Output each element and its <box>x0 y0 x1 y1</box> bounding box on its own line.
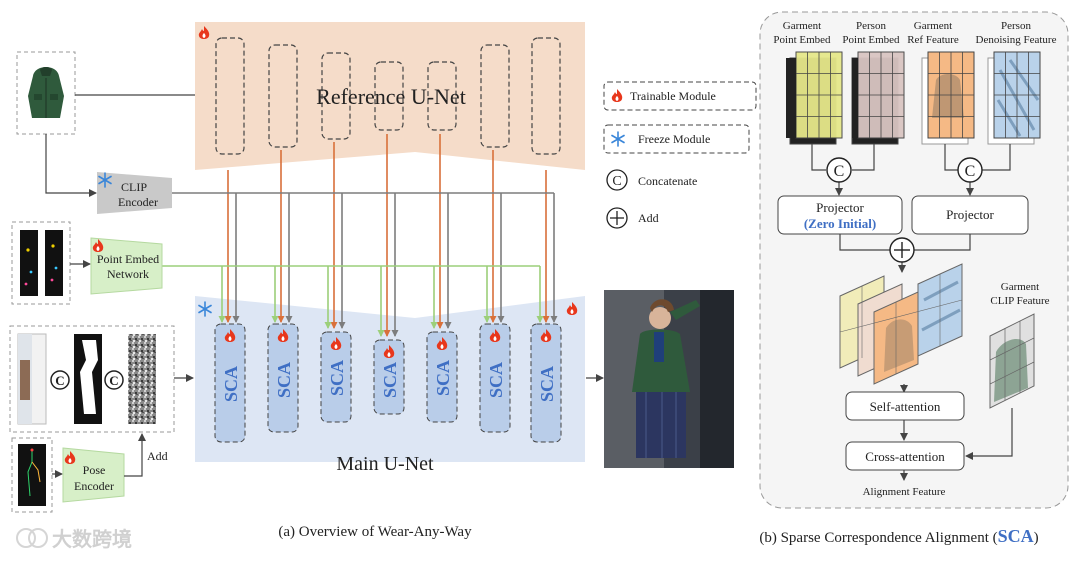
svg-text:Projector: Projector <box>816 200 864 215</box>
legend-concatenate: Concatenate <box>638 174 697 188</box>
watermark-logo: 大数跨境 <box>16 527 132 551</box>
caption-a: (a) Overview of Wear-Any-Way <box>278 524 472 540</box>
green-jacket-image <box>28 67 64 118</box>
reference-blocks <box>215 37 561 155</box>
main-unet-label: Main U-Net <box>336 453 434 475</box>
person-denoising-feature-grid <box>987 51 1041 145</box>
svg-text:SCA: SCA <box>221 366 241 402</box>
svg-text:Cross-attention: Cross-attention <box>865 449 945 464</box>
garment-clip-feature-grid <box>989 313 1035 409</box>
reference-unet-shape <box>195 22 585 170</box>
legend-trainable: Trainable Module <box>630 89 716 103</box>
pose-add-arrow <box>124 433 146 477</box>
svg-text:Denoising Feature: Denoising Feature <box>976 34 1057 46</box>
reference-unet: Reference U-Net <box>195 22 585 170</box>
svg-text:SCA: SCA <box>433 360 453 396</box>
concat-circle-left <box>826 157 852 183</box>
svg-text:CLIP Feature: CLIP Feature <box>990 295 1049 307</box>
svg-text:Person: Person <box>856 20 886 32</box>
sca-block: SCA <box>479 323 511 433</box>
garment-ref-feature-grid <box>921 51 975 145</box>
svg-text:C: C <box>109 373 118 388</box>
legend-freeze: Freeze Module <box>638 132 710 146</box>
alignment-feature-label: Alignment Feature <box>863 486 946 498</box>
fused-feature-stack <box>839 263 963 385</box>
svg-text:Garment: Garment <box>914 20 952 32</box>
projector-zero-initial: Projector (Zero Initial) <box>777 195 903 235</box>
concat-symbol <box>104 370 124 390</box>
sca-block: SCA <box>426 331 458 423</box>
watermark-text: 大数跨境 <box>52 527 132 551</box>
svg-text:Garment: Garment <box>1001 281 1039 293</box>
sca-blocks: SCA SCA SCA SCA SCA SCA <box>214 323 562 443</box>
concat-legend-icon <box>606 169 628 191</box>
noise-image <box>128 334 156 424</box>
main-unet-inputs: C C <box>9 325 175 433</box>
legend-add: Add <box>638 211 659 225</box>
svg-text:SCA: SCA <box>486 362 506 398</box>
sca-panel: Garment Point Embed Person Point Embed G… <box>759 11 1069 509</box>
sca-block: SCA <box>530 323 562 443</box>
svg-text:Encoder: Encoder <box>118 195 158 209</box>
clip-encoder: CLIP Encoder <box>97 172 172 214</box>
garment-input <box>16 51 76 135</box>
sca-block: SCA <box>373 339 405 415</box>
svg-text:Ref Feature: Ref Feature <box>907 34 959 46</box>
garment-point-embed-grid <box>786 51 843 145</box>
svg-text:CLIP: CLIP <box>121 180 147 194</box>
svg-text:Garment: Garment <box>783 20 821 32</box>
zero-initial-label: (Zero Initial) <box>804 216 876 231</box>
projector-right: Projector <box>911 195 1029 235</box>
svg-text:Network: Network <box>107 267 149 281</box>
svg-text:SCA: SCA <box>274 362 294 398</box>
concat-circle-right <box>957 157 983 183</box>
pose-encoder: Pose Encoder <box>62 447 125 503</box>
reference-unet-label: Reference U-Net <box>316 84 466 109</box>
svg-text:SCA: SCA <box>327 360 347 396</box>
svg-text:Person: Person <box>1001 20 1031 32</box>
svg-text:SCA: SCA <box>537 366 557 402</box>
svg-text:SCA: SCA <box>380 362 400 398</box>
concat-symbol <box>50 370 70 390</box>
sca-block: SCA <box>214 323 246 443</box>
legend: Trainable Module Freeze Module C Concate… <box>603 81 757 229</box>
output-person-image <box>604 290 734 468</box>
svg-text:Projector: Projector <box>946 207 994 222</box>
caption-b: (b) Sparse Correspondence Alignment (SCA… <box>759 526 1038 546</box>
sca-block: SCA <box>320 331 352 423</box>
svg-text:C: C <box>965 163 976 180</box>
person-point-embed-grid <box>851 51 905 145</box>
svg-text:Encoder: Encoder <box>74 479 114 493</box>
ref-to-main-arrows <box>162 134 558 337</box>
point-embed-network: Point Embed Network <box>90 237 163 295</box>
svg-text:Pose: Pose <box>83 463 106 477</box>
svg-text:C: C <box>834 163 845 180</box>
svg-text:Self-attention: Self-attention <box>870 399 941 414</box>
svg-text:Point Embed: Point Embed <box>773 34 831 46</box>
sca-block: SCA <box>267 323 299 433</box>
svg-text:C: C <box>612 174 621 189</box>
garment-to-clip-arrow <box>45 134 97 197</box>
svg-text:Point Embed: Point Embed <box>842 34 900 46</box>
add-label: Add <box>147 449 168 463</box>
svg-text:C: C <box>55 373 64 388</box>
svg-text:Point Embed: Point Embed <box>97 252 159 266</box>
pose-input <box>11 437 53 513</box>
cross-attention-block: Cross-attention <box>845 441 965 471</box>
self-attention-block: Self-attention <box>845 391 965 421</box>
point-map-inputs <box>11 221 71 305</box>
